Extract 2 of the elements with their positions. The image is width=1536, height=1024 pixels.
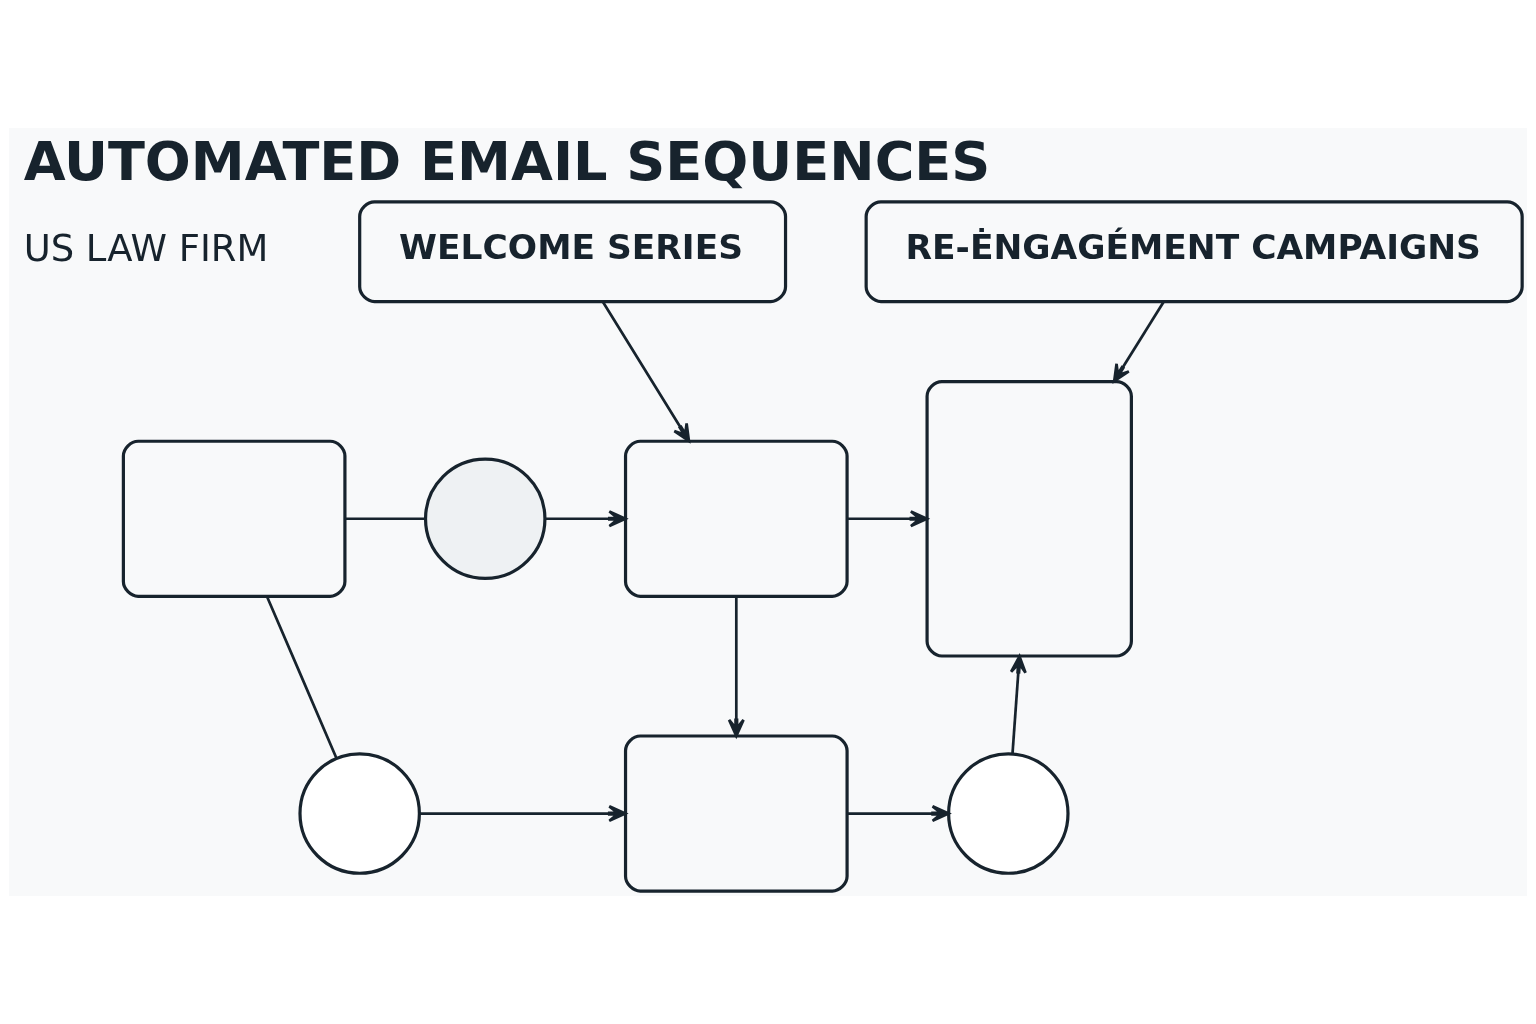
diagram-title: AUTOMATED EMAIL SEQUENCES [23, 129, 991, 193]
label: US LAW FIRM [23, 226, 269, 270]
